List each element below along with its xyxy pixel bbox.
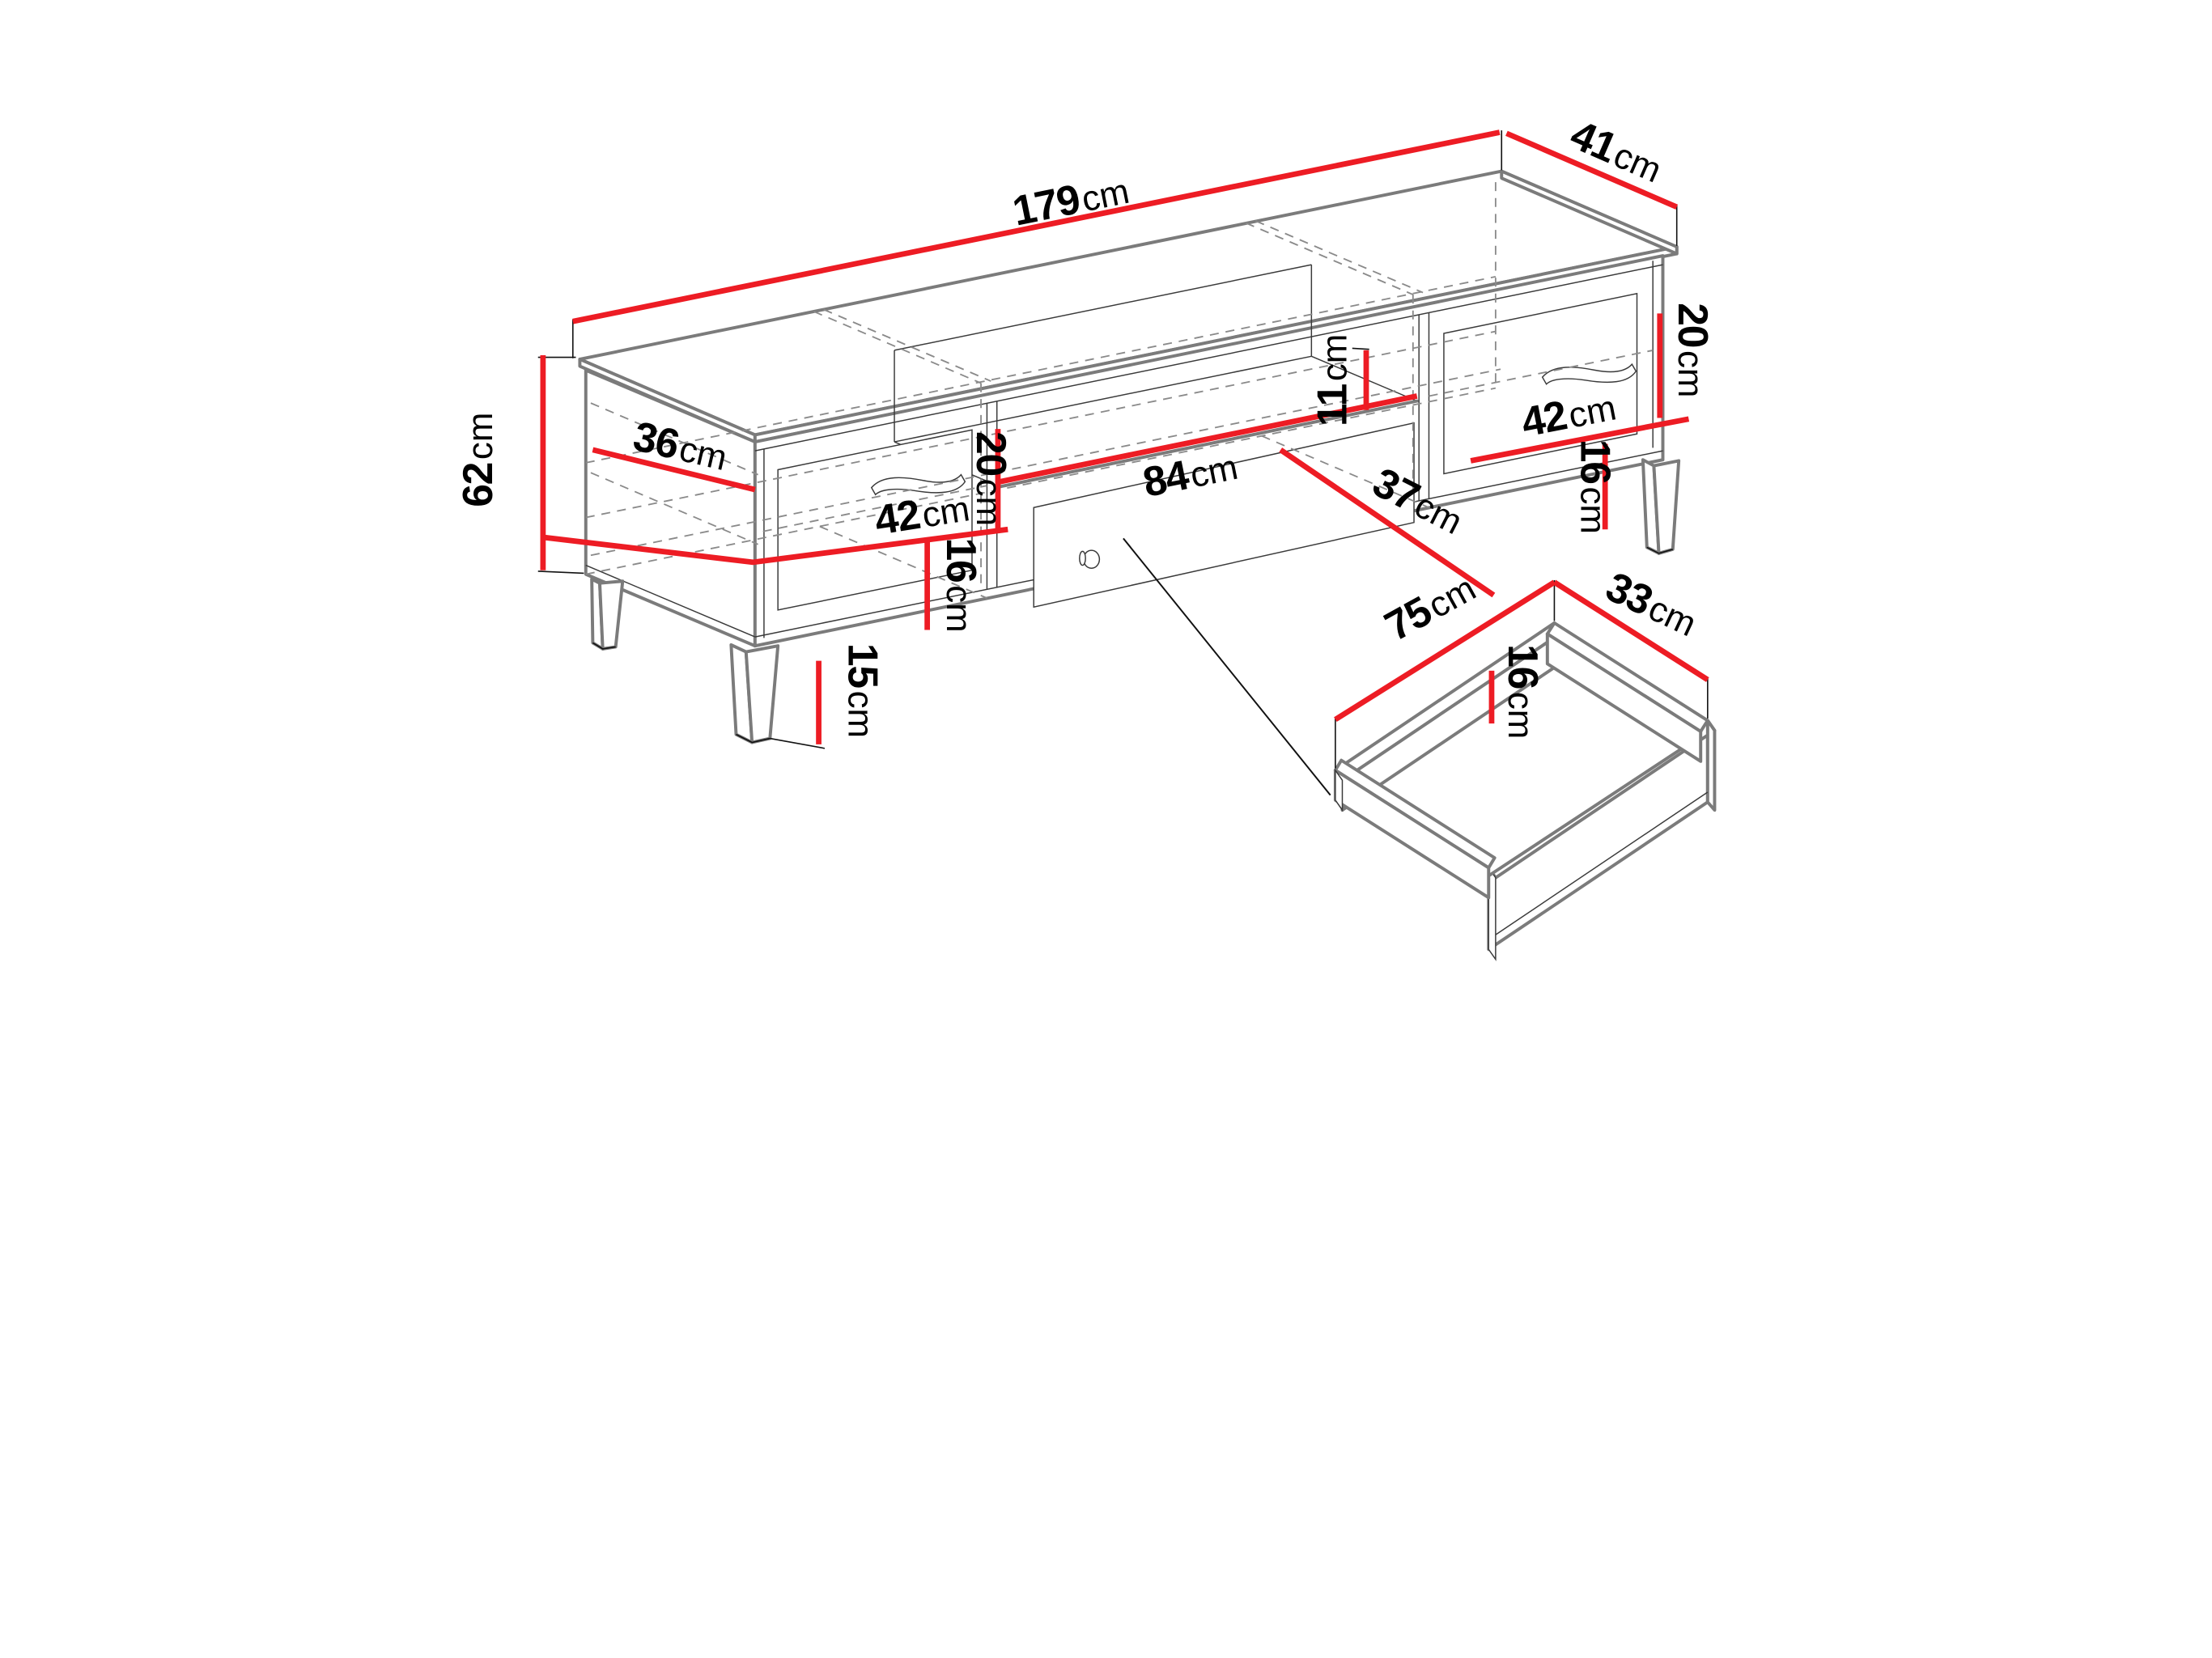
hidden-edges	[585, 182, 1653, 599]
furniture-dimension-diagram: 179cm 41cm 62cm 36cm 42cm 20cm 16cm 15cm…	[426, 0, 1786, 1020]
hidden-back-bottom-edge	[585, 387, 1496, 575]
shelf-back-edge	[894, 355, 1311, 443]
front-left-leg-bottom	[735, 733, 770, 744]
hidden-divider2-top-b	[1255, 220, 1423, 294]
dim-line-middle-shelf-width	[999, 393, 1417, 485]
right-drawer-handle-icon	[1541, 363, 1637, 385]
drawer-left-corner-cap	[1334, 768, 1343, 812]
legs	[589, 458, 1680, 744]
niche-top-back-edge	[894, 264, 1311, 351]
hidden-divider1-bottom	[818, 525, 987, 599]
front-face	[753, 254, 1664, 648]
drawer-front-panel-end	[1705, 719, 1716, 812]
back-left-leg-front	[597, 579, 624, 651]
cabinet-drawing	[577, 169, 1680, 744]
hidden-divider2-bottom	[1260, 435, 1429, 509]
hidden-left-depth-b	[590, 472, 758, 545]
hidden-divider1-top-a	[813, 311, 981, 384]
hidden-shelf-back-line	[585, 275, 1496, 464]
back-left-leg-bottom	[592, 642, 616, 650]
dim-line-right-drawer-width	[1469, 416, 1689, 464]
dimension-labels: 179cm 41cm 62cm 36cm 42cm 20cm 16cm 15cm…	[454, 110, 1717, 739]
dim-label-leg-height: 15cm	[839, 643, 886, 738]
dimension-lines	[537, 129, 1709, 769]
drawer-front-panel-groove	[1488, 791, 1708, 940]
leader-line	[1122, 537, 1331, 796]
dim-line-total-width	[571, 129, 1500, 324]
hidden-right-shelf-edge	[1428, 350, 1653, 397]
front-right-leg-front	[1651, 459, 1680, 555]
ext-tick-11-top	[1352, 347, 1369, 350]
dim-label-total-width: 179cm	[1008, 165, 1132, 235]
dim-label-left-opening-height: 20cm	[968, 431, 1015, 526]
drawer-right-wall-inner	[1545, 632, 1702, 763]
dim-line-total-depth	[1505, 130, 1678, 210]
dim-label-right-opening-height: 20cm	[1670, 303, 1717, 397]
dim-line-interior-depth-middle	[1278, 447, 1495, 598]
hidden-divider2-top-a	[1245, 222, 1413, 295]
dim-line-drawer-box-depth	[1552, 579, 1709, 682]
hidden-left-shelf-edge	[762, 485, 987, 532]
dim-label-drawer-box-depth: 33cm	[1598, 562, 1705, 645]
dim-line-left-drawer-width	[543, 526, 1008, 566]
dim-line-interior-depth-left	[592, 447, 756, 493]
middle-shelf-front-edge	[997, 399, 1419, 489]
hidden-runner-line	[585, 330, 1496, 519]
hidden-left-depth-a	[590, 402, 758, 476]
ext-tick-15-bottom	[769, 737, 825, 749]
front-top-rail-line	[754, 264, 1663, 452]
dim-label-middle-shelf-width: 84cm	[1139, 441, 1241, 506]
top-panel-right-edge	[1499, 169, 1679, 256]
drawer-detail-drawing	[1122, 537, 1716, 961]
left-bottom-rail-line	[584, 564, 755, 638]
left-drawer-front	[776, 429, 973, 611]
dim-label-left-drawer-width: 42cm	[871, 482, 972, 544]
dim-line-drawer-box-width	[1333, 579, 1556, 723]
diagram-canvas: 179cm 41cm 62cm 36cm 42cm 20cm 16cm 15cm…	[426, 0, 1786, 1020]
front-right-leg-bottom	[1645, 546, 1673, 554]
hidden-divider1-top-b	[822, 308, 991, 382]
ext-tick-62-bottom	[537, 570, 584, 575]
dim-label-drawer-box-height: 16cm	[1499, 644, 1546, 739]
dim-label-right-inner-height: 16cm	[1572, 439, 1619, 534]
dim-label-left-inner-height: 16cm	[938, 538, 985, 633]
dim-label-right-drawer-width: 42cm	[1517, 382, 1619, 446]
left-drawer-handle-icon	[870, 473, 966, 496]
flap-knob-side	[1078, 550, 1086, 566]
front-left-leg-front	[744, 644, 779, 744]
right-drawer-front	[1442, 292, 1637, 475]
hidden-bottom-panel-line	[590, 368, 1501, 557]
dim-label-total-height: 62cm	[454, 413, 501, 507]
dim-label-middle-niche-height: 11cm	[1308, 334, 1355, 426]
